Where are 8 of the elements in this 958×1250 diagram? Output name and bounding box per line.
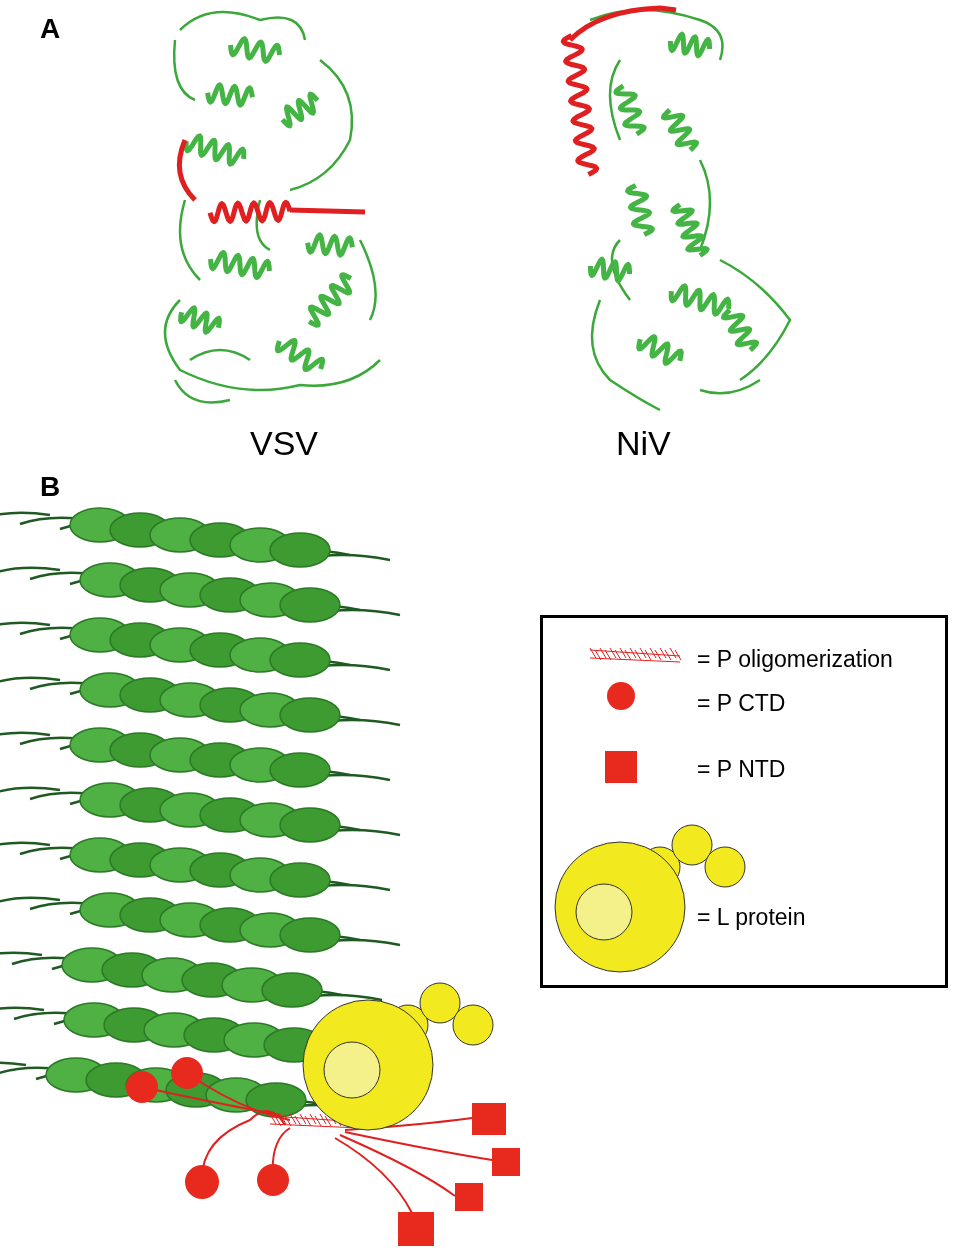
- panel-label: A: [40, 12, 61, 46]
- structure-label: VSV: [250, 423, 319, 464]
- legend-text: = P oligomerization: [697, 645, 893, 674]
- legend-text: = L protein: [697, 903, 806, 932]
- legend-text: = P CTD: [697, 689, 786, 718]
- panel-label: B: [40, 470, 61, 504]
- legend-text: = P NTD: [697, 755, 786, 784]
- structure-label: NiV: [616, 423, 671, 464]
